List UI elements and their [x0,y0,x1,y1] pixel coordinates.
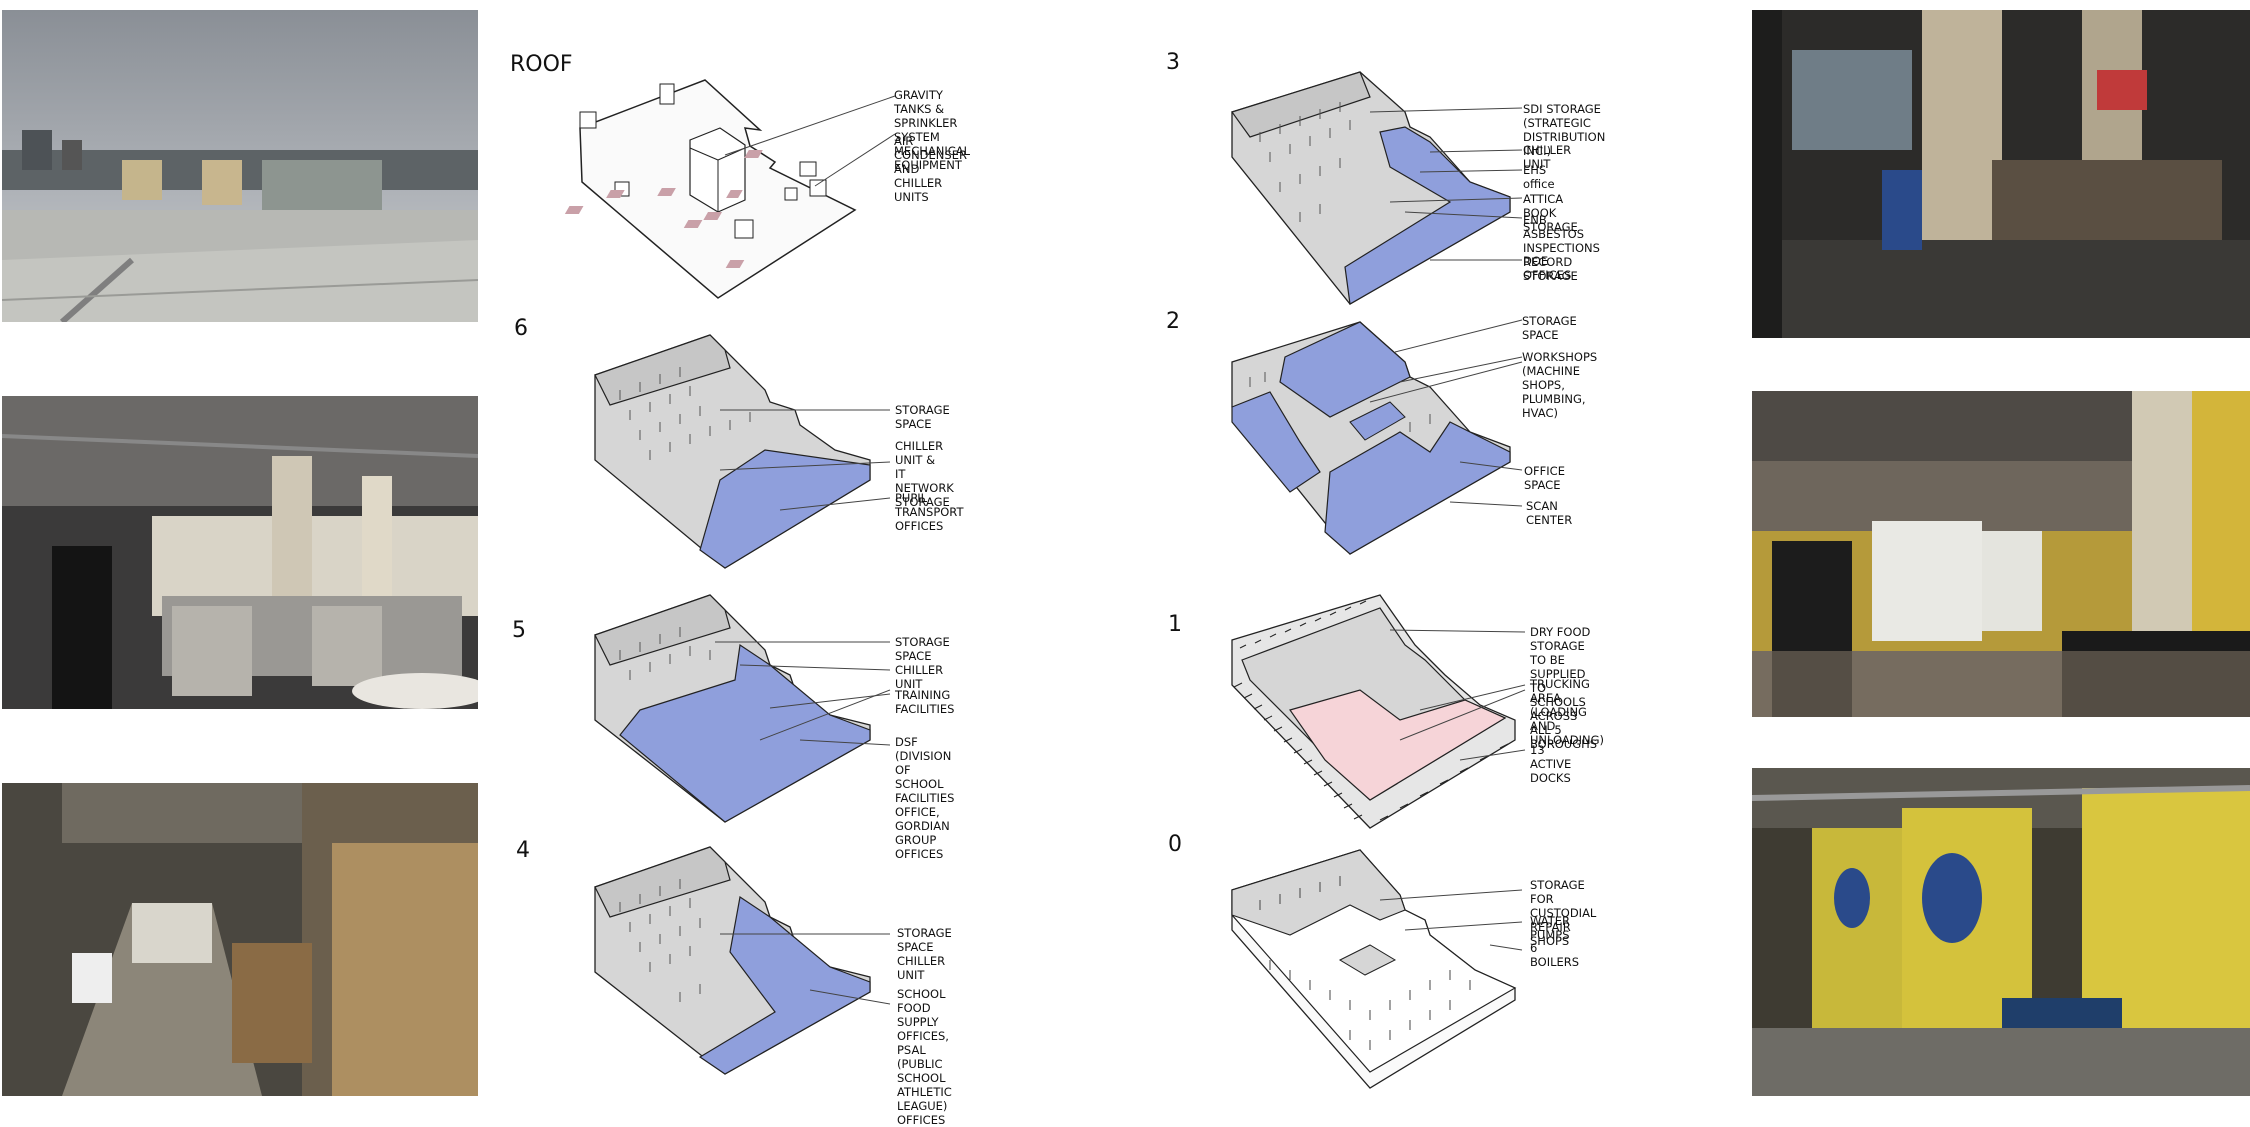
level-title-0: 0 [1168,832,1182,857]
roof-label-gravity-tanks: GRAVITY TANKS & SPRINKLER SYSTEM MECHANI… [894,88,971,172]
level-1-label-docks: 13 ACTIVE DOCKS [1530,743,1572,785]
roof-label-air-condenser: AIR CONDENSER AND CHILLER UNITS [894,134,967,204]
level-6-label-chiller: CHILLER UNIT & IT NETWORK STORAGE [895,439,954,509]
level-2-label-storage: STORAGE SPACE [1522,314,1577,342]
level-4-label-school-food: SCHOOL FOOD SUPPLY OFFICES, PSAL (PUBLIC… [897,987,952,1127]
level-3-label-chiller: CHILLER UNIT [1523,143,1572,171]
level-5-label-training: TRAINING FACILITIES [895,688,955,716]
level-title-roof: ROOF [510,52,573,77]
level-title-2: 2 [1166,309,1180,334]
level-1-label-dry-food: DRY FOOD STORAGE TO BE SUPPLIED TO SCHOO… [1530,625,1598,751]
level-5-isometric-drawing [594,594,891,823]
level-title-3: 3 [1166,50,1180,75]
level-3-label-ehs: EHS office [1523,163,1555,191]
photo-machine-shop [1752,10,2250,338]
level-5-label-storage: STORAGE SPACE [895,635,950,663]
level-3-label-sdi-storage: SDI STORAGE (STRATEGIC DISTRIBUTION INC.… [1523,102,1606,158]
level-5-label-dsf: DSF (DIVISION OF SCHOOL FACILITIES OFFIC… [895,735,955,861]
level-3-label-attica: ATTICA BOOK STORAGE [1523,192,1578,234]
photo-food-storage [1752,391,2250,717]
level-6-label-pupil-transport: PUPIL TRANSPORT OFFICES [895,491,964,533]
level-0-isometric-drawing [1231,849,1523,1089]
level-title-5: 5 [512,618,526,643]
level-3-isometric-drawing [1231,71,1523,305]
level-6-label-storage: STORAGE SPACE [895,403,950,431]
level-5-label-chiller: CHILLER UNIT [895,663,944,691]
level-6-isometric-drawing [594,334,891,569]
level-3-label-doe-offices: DOE OFFICES [1523,254,1572,282]
level-2-label-scan-center: SCAN CENTER [1526,499,1573,527]
level-0-label-custodial-storage: STORAGE FOR CUSTODIAL REPAIR SHOPS [1530,878,1597,948]
level-1-isometric-drawing [1231,594,1526,829]
photo-boiler-room [1752,768,2250,1096]
level-2-label-office-space: OFFICE SPACE [1524,464,1565,492]
level-2-label-workshops: WORKSHOPS (MACHINE SHOPS, PLUMBING, HVAC… [1522,350,1598,420]
roof-isometric-drawing [564,79,896,299]
level-2-isometric-drawing [1231,319,1523,555]
photo-rooftop [2,10,478,322]
level-title-4: 4 [516,838,530,863]
level-title-1: 1 [1168,612,1182,637]
level-1-label-trucking: TRUCKING AREA (LOADING AND UNLOADING) [1530,677,1604,747]
level-4-isometric-drawing [594,846,891,1075]
photo-warehouse-aisle [2,783,478,1096]
level-0-label-boilers: 6 BOILERS [1530,941,1580,969]
level-3-label-enb-asbestos: ENB ASBESTOS INSPECTIONS RECORD STORAGE [1523,213,1600,283]
level-0-label-water-pumps: WATER PUMPS [1530,914,1570,942]
photo-office-floor [2,396,478,709]
level-title-6: 6 [514,316,528,341]
level-4-label-storage-chiller: STORAGE SPACE CHILLER UNIT [897,926,952,982]
